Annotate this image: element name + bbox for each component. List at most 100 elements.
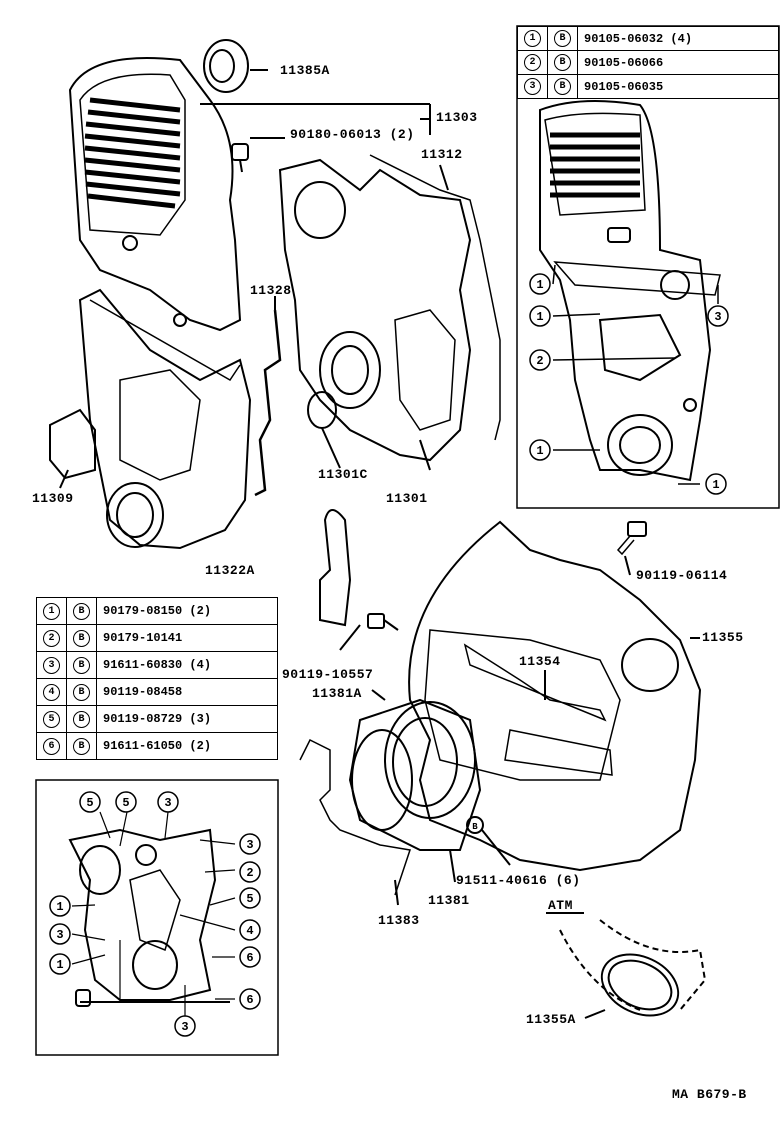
hook-and-bolt <box>319 509 399 651</box>
gasket-11328 <box>254 296 282 497</box>
label-90119-06114: 90119-06114 <box>636 568 728 583</box>
callout-number: 3 <box>43 656 60 674</box>
bolt-type-symbol: B <box>73 656 90 674</box>
part-number: 90105-06032 (4) <box>577 26 779 51</box>
bolt-90180 <box>231 137 285 173</box>
callout-leaders-left <box>71 811 236 1018</box>
callout-number: 1 <box>536 278 543 292</box>
bolt-90119-06114 <box>616 521 647 576</box>
label-11303: 11303 <box>436 110 478 125</box>
callout-number: 3 <box>181 1020 188 1034</box>
bolt-type-symbol: B <box>73 710 90 728</box>
label-90119-10557: 90119-10557 <box>282 667 374 682</box>
callout-marker: 1 <box>529 439 551 461</box>
part-number: 91611-60830 (4) <box>96 651 278 679</box>
callout-number: 5 <box>122 796 129 810</box>
callout-marker: 1 <box>529 305 551 327</box>
part-number: 90179-08150 (2) <box>96 597 278 625</box>
callout-number: 4 <box>246 924 253 938</box>
label-11383: 11383 <box>378 913 420 928</box>
label-11328: 11328 <box>250 283 292 298</box>
callout-number: 3 <box>714 310 721 324</box>
drawing-code: MA B679-B <box>672 1087 747 1102</box>
bolt-type-symbol: B <box>554 78 571 95</box>
callout-number: 5 <box>86 796 93 810</box>
bolt-type-symbol: B <box>73 602 90 620</box>
label-11301: 11301 <box>386 491 428 506</box>
callout-number: 3 <box>164 796 171 810</box>
bolt-type-symbol: B <box>554 54 571 71</box>
callout-number: 1 <box>712 478 719 492</box>
callout-marker: 2 <box>239 861 261 883</box>
part-number: 90119-08729 (3) <box>96 705 278 733</box>
callout-number: 3 <box>524 78 541 95</box>
callout-number: 5 <box>246 892 253 906</box>
atm-seal-11355A <box>546 912 707 1019</box>
callout-marker: 3 <box>707 305 729 327</box>
label-11385A: 11385A <box>280 63 330 78</box>
rear-plate-11355 <box>408 520 702 872</box>
bolt-type-symbol: B <box>73 683 90 701</box>
part-number: 90105-06035 <box>577 74 779 99</box>
callout-marker: 1 <box>49 895 71 917</box>
inset-left-cover <box>68 828 230 1007</box>
timing-cover-11301 <box>278 158 472 471</box>
callout-marker: 6 <box>239 988 261 1010</box>
callout-marker: 5 <box>115 791 137 813</box>
label-90180-06013: 90180-06013 (2) <box>290 127 415 142</box>
callout-marker: 2 <box>529 349 551 371</box>
callout-marker: 4 <box>239 919 261 941</box>
part-number: 90105-06066 <box>577 50 779 75</box>
callout-number: 6 <box>246 951 253 965</box>
upper-cover-11303 <box>68 57 431 332</box>
callout-number: 1 <box>536 310 543 324</box>
label-11312: 11312 <box>421 147 463 162</box>
callout-number: 5 <box>43 710 60 728</box>
lower-cover-11322A <box>78 288 252 550</box>
oil-seal-retainer <box>299 689 511 906</box>
callout-marker: 3 <box>49 923 71 945</box>
part-number: 90119-08458 <box>96 678 278 706</box>
part-number: 90179-10141 <box>96 624 278 652</box>
label-11354: 11354 <box>519 654 561 669</box>
callout-number: 1 <box>43 602 60 620</box>
label-11381A: 11381A <box>312 686 362 701</box>
callout-marker: 5 <box>239 887 261 909</box>
label-11355: 11355 <box>702 630 744 645</box>
seal-11385A <box>203 39 268 93</box>
label-91511-40616: 91511-40616 (6) <box>456 873 581 888</box>
callout-number: 2 <box>246 866 253 880</box>
label-atm: ATM <box>548 898 573 913</box>
inset-top-cover <box>539 100 721 482</box>
label-11355A: 11355A <box>526 1012 576 1027</box>
label-11309: 11309 <box>32 491 74 506</box>
callout-marker: 5 <box>79 791 101 813</box>
callout-number: 3 <box>246 838 253 852</box>
callout-marker: 1 <box>49 953 71 975</box>
label-11381: 11381 <box>428 893 470 908</box>
callout-number: 1 <box>536 444 543 458</box>
callout-marker: 6 <box>239 946 261 968</box>
bolt-type-symbol: B <box>554 30 571 47</box>
callout-number: 6 <box>246 993 253 1007</box>
callout-marker: 3 <box>157 791 179 813</box>
inset-frame-left <box>35 779 279 1056</box>
callout-number: 4 <box>43 683 60 701</box>
callout-number: 1 <box>56 958 63 972</box>
callout-marker: 3 <box>174 1015 196 1037</box>
callout-number: 2 <box>536 354 543 368</box>
label-11301C: 11301C <box>318 467 368 482</box>
part-number: 91611-61050 (2) <box>96 732 278 760</box>
callout-number: 2 <box>43 629 60 647</box>
callout-number: 2 <box>524 54 541 71</box>
